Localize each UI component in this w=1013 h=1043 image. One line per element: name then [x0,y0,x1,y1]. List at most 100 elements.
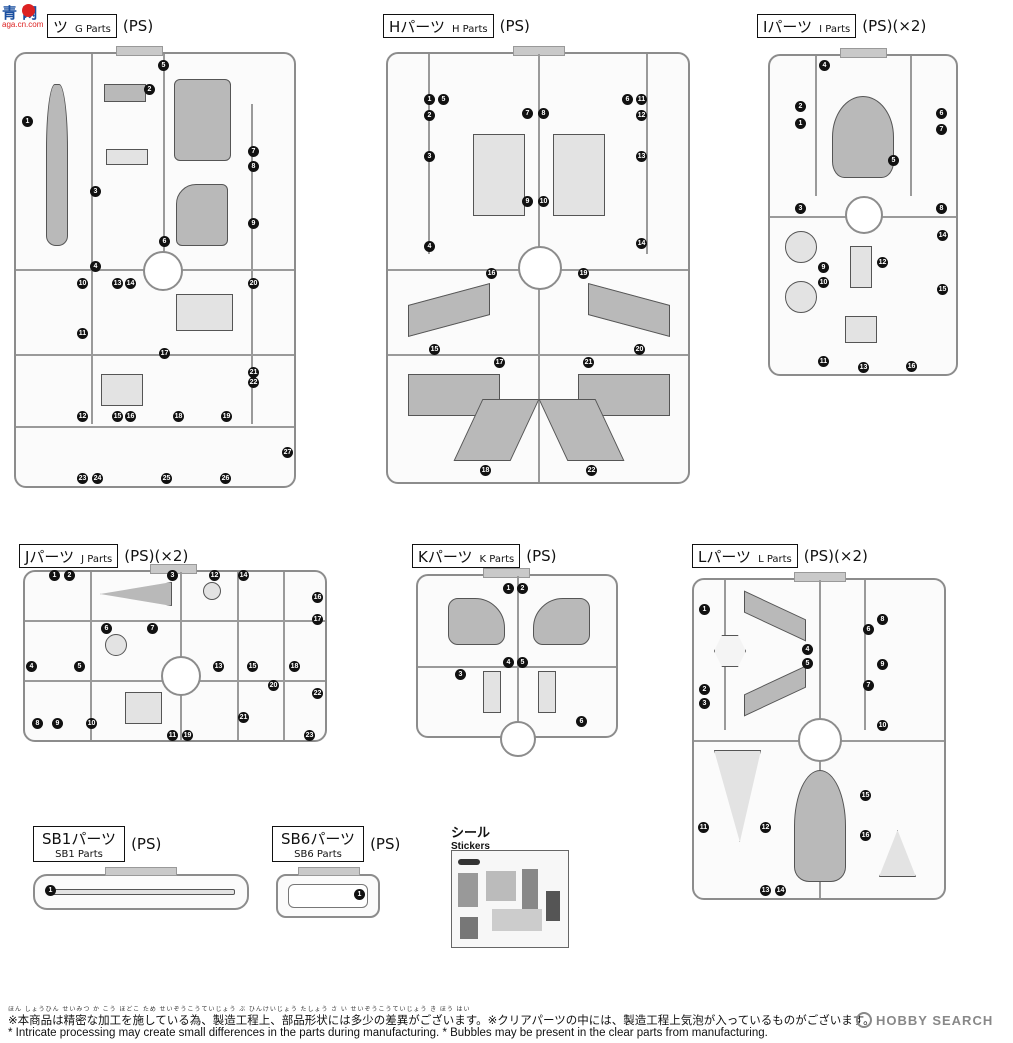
part-number-j-11: 11 [167,730,178,741]
runner-j-part-12 [203,582,221,600]
part-number-j-15: 15 [247,661,258,672]
part-number-j-12: 12 [209,570,220,581]
runner-g-label-box: ツ G Parts [47,14,117,38]
part-number-g-10: 10 [77,278,88,289]
part-number-g-26: 26 [220,473,231,484]
part-number-h-5: 5 [438,94,449,105]
runner-l-suffix: (PS)(×2) [803,547,868,565]
part-number-g-13: 13 [112,278,123,289]
furigana-line: ほん しょうひん せいみつ か こう ほどこ ため せいぞうこうていじょう ぶ … [8,1007,471,1013]
part-number-g-23: 23 [77,473,88,484]
runner-j-part-3 [100,582,172,606]
runner-sb6-tab [298,867,360,876]
part-number-i-4: 4 [819,60,830,71]
part-number-j-19: 19 [182,730,193,741]
runner-k-jp: Kパーツ [418,548,473,566]
runner-h-center-ring [518,246,562,290]
part-number-l-14: 14 [775,885,786,896]
part-number-i-10: 10 [818,277,829,288]
part-number-g-15: 15 [112,411,123,422]
part-number-h-11: 11 [636,94,647,105]
sticker-item [546,891,560,921]
runner-j-jp: Jパーツ [25,548,75,566]
part-number-l-15: 15 [860,790,871,801]
part-number-i-6: 6 [936,108,947,119]
part-number-h-8: 8 [538,108,549,119]
part-number-h-12: 12 [636,110,647,121]
runner-j-center-ring [161,656,201,696]
runner-j-frame [23,564,327,742]
runner-g-part-1 [46,84,68,246]
runner-l-center-ring [798,718,842,762]
runner-h-header: Hパーツ H Parts (PS) [383,14,530,38]
part-number-g-1: 1 [22,116,33,127]
part-number-l-5: 5 [802,658,813,669]
part-number-i-12: 12 [877,257,888,268]
runner-h-label-box: Hパーツ H Parts [383,14,494,38]
part-number-sb1-1: 1 [45,885,56,896]
runner-h-part-15 [408,283,490,337]
part-number-g-27: 27 [282,447,293,458]
part-number-g-17: 17 [159,348,170,359]
part-number-j-18: 18 [289,661,300,672]
part-number-l-12: 12 [760,822,771,833]
note-jp: ※本商品は精密な加工を施している為、製造工程上、部品形状には多少の差異がございま… [8,1013,875,1027]
watermark-icon [856,1012,872,1028]
part-number-g-18: 18 [173,411,184,422]
part-number-g-11: 11 [77,328,88,339]
runner-g-suffix: (PS) [122,17,154,35]
part-number-h-2: 2 [424,110,435,121]
part-number-j-4: 4 [26,661,37,672]
part-number-h-22: 22 [586,465,597,476]
part-number-i-11: 11 [818,356,829,367]
runner-g-center-ring [143,251,183,291]
part-number-g-5: 5 [158,60,169,71]
sticker-item [458,859,480,865]
runner-h-frame [386,46,690,484]
part-number-g-19: 19 [221,411,232,422]
runner-k-suffix: (PS) [526,547,557,565]
part-number-l-3: 3 [699,698,710,709]
runner-g-part-5 [174,79,231,161]
part-number-h-21: 21 [583,357,594,368]
part-number-h-6: 6 [622,94,633,105]
runner-l-part-1 [714,635,746,667]
part-number-l-10: 10 [877,720,888,731]
part-number-j-7: 7 [147,623,158,634]
runner-h-en: H Parts [451,24,488,35]
part-number-h-19: 19 [578,268,589,279]
runner-sb1-header: SB1パーツ SB1 Parts (PS) [33,826,161,862]
runner-g-part-3 [106,149,148,165]
runner-sb1-en: SB1 Parts [55,849,103,860]
part-number-l-8: 8 [877,614,888,625]
part-number-j-21: 21 [238,712,249,723]
site-logo: 青 网 aga.cn.com [2,2,72,32]
part-number-l-11: 11 [698,822,709,833]
part-number-g-4: 4 [90,261,101,272]
runner-sb1-jp: SB1パーツ [42,830,117,848]
runner-j-part-6 [105,634,127,656]
runner-i-part-12 [850,246,872,288]
part-number-h-1: 1 [424,94,435,105]
runner-g-part-6 [176,184,228,246]
part-number-h-10: 10 [538,196,549,207]
runner-l-part-12 [794,770,846,882]
runner-l-part-11 [714,750,761,842]
part-number-h-17: 17 [494,357,505,368]
sticker-sheet [451,850,569,948]
runner-g-frame [14,46,296,488]
part-number-sb6-1: 1 [354,889,365,900]
sticker-item [522,869,538,909]
runner-i-label-box: Iパーツ I Parts [757,14,857,38]
runner-j-en: J Parts [81,554,113,565]
part-number-i-3: 3 [795,203,806,214]
part-number-i-7: 7 [936,124,947,135]
part-number-h-20: 20 [634,344,645,355]
runner-sb6-suffix: (PS) [370,835,401,853]
stickers-en: Stickers [451,841,490,852]
runner-k-label-box: Kパーツ K Parts [412,544,521,568]
runner-sb1-tab [105,867,177,876]
part-number-h-7: 7 [522,108,533,119]
runner-i-suffix: (PS)(×2) [862,17,927,35]
part-number-i-14: 14 [937,230,948,241]
